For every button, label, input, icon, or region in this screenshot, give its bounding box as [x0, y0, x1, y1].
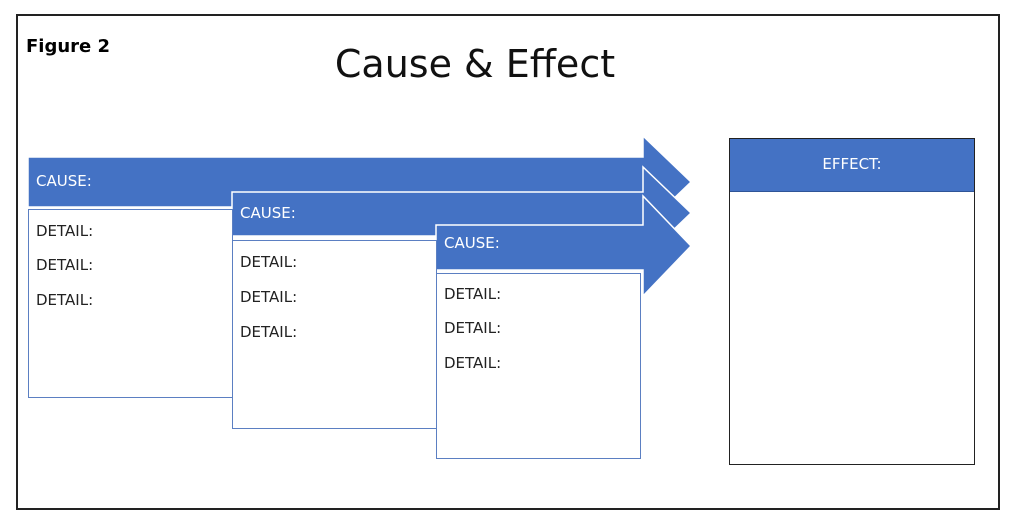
cause-label-2: CAUSE:	[240, 204, 296, 222]
effect-label: EFFECT:	[822, 155, 882, 173]
effect-box: EFFECT:	[729, 138, 975, 465]
detail-line: DETAIL:	[444, 354, 502, 372]
detail-line: DETAIL:	[36, 291, 94, 309]
cause-label-1: CAUSE:	[36, 172, 92, 190]
cause-label-3: CAUSE:	[444, 234, 500, 252]
detail-line: DETAIL:	[240, 288, 298, 306]
effect-header: EFFECT:	[730, 139, 974, 192]
figure-label: Figure 2	[26, 36, 111, 57]
cause-detail-box-1: DETAIL: DETAIL: DETAIL:	[28, 209, 233, 398]
detail-line: DETAIL:	[444, 285, 502, 303]
detail-line: DETAIL:	[444, 319, 502, 337]
detail-line: DETAIL:	[240, 323, 298, 341]
cause-detail-box-2: DETAIL: DETAIL: DETAIL:	[232, 240, 437, 429]
detail-line: DETAIL:	[240, 253, 298, 271]
diagram-title: Cause & Effect	[334, 42, 616, 86]
cause-arrow-3	[435, 194, 693, 298]
detail-line: DETAIL:	[36, 222, 94, 240]
cause-detail-box-3: DETAIL: DETAIL: DETAIL:	[436, 273, 641, 459]
detail-line: DETAIL:	[36, 256, 94, 274]
